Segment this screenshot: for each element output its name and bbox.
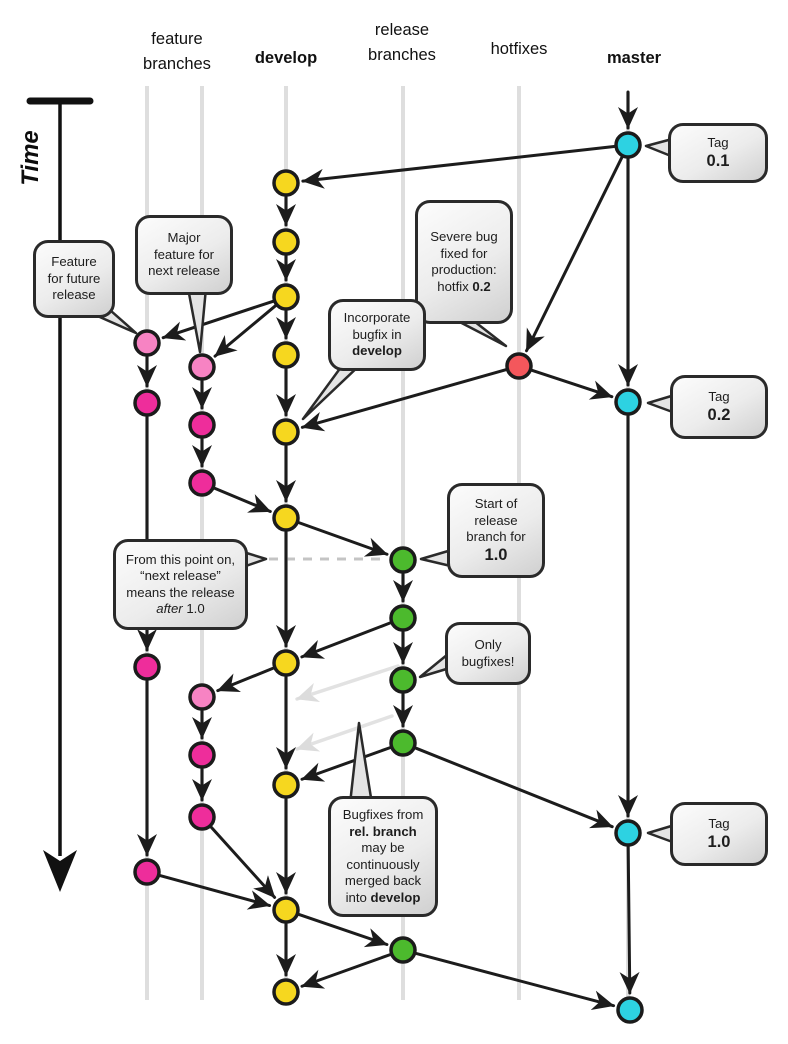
commit-node-f2f	[188, 803, 216, 831]
commit-node-f2c	[188, 469, 216, 497]
edge-r2-d7	[300, 621, 392, 659]
commit-node-d5	[272, 418, 300, 446]
edge-f1d-d9	[159, 874, 272, 910]
lane-header-develop: develop	[254, 49, 318, 67]
commit-node-d1	[272, 169, 300, 197]
commit-node-m4	[616, 996, 644, 1024]
edge-d6-r1	[297, 521, 389, 557]
commit-node-d7	[272, 649, 300, 677]
edge-m1-d1	[301, 145, 616, 189]
edge-r5-m4	[415, 952, 616, 1010]
edge-f2c-d6	[213, 486, 272, 513]
commit-node-r4	[389, 729, 417, 757]
commit-node-f1a	[133, 329, 161, 357]
commit-node-f2e	[188, 741, 216, 769]
lane-header-hotfixes: hotfixes	[490, 40, 548, 58]
time-axis-label: Time	[17, 130, 44, 186]
commit-node-r3	[389, 666, 417, 694]
edge-d7-f2d	[216, 666, 275, 693]
commit-node-d4	[272, 341, 300, 369]
edge-f2f-d9	[209, 825, 277, 899]
commit-node-d8	[272, 771, 300, 799]
faded-merge-arrow-1	[295, 664, 400, 702]
edge-d3-f2a	[213, 304, 277, 358]
commit-node-r2	[389, 604, 417, 632]
commit-node-m2	[614, 388, 642, 416]
edge-r4-m3	[414, 746, 614, 829]
edge-m3-m4	[619, 845, 640, 995]
commit-node-f2a	[188, 353, 216, 381]
callout-from-this-point-on: From this point on,“next release”means t…	[113, 539, 248, 630]
faded-merge-arrow-2	[295, 714, 394, 752]
edge-r4-d8	[300, 746, 392, 782]
commit-node-h1	[505, 352, 533, 380]
commit-node-r1	[389, 546, 417, 574]
commit-node-d9	[272, 896, 300, 924]
edge-d3-f1a	[161, 299, 275, 341]
commit-node-m1	[614, 131, 642, 159]
edge-r5-d10	[300, 953, 392, 989]
time-arrowhead-icon	[43, 850, 77, 892]
commit-node-d6	[272, 504, 300, 532]
edge-h1-m2	[530, 368, 614, 400]
commit-node-d2	[272, 228, 300, 256]
commit-node-r5	[389, 936, 417, 964]
commit-node-f2d	[188, 683, 216, 711]
lane-header-master: master	[606, 49, 662, 67]
commit-node-m3	[614, 819, 642, 847]
edge-m1-h1	[525, 156, 624, 353]
edge-d9-r5	[297, 913, 389, 948]
commit-node-f1c	[133, 653, 161, 681]
commit-node-f1d	[133, 858, 161, 886]
commit-node-f2b	[188, 411, 216, 439]
commit-node-d10	[272, 978, 300, 1006]
commit-node-d3	[272, 283, 300, 311]
commit-node-f1b	[133, 389, 161, 417]
edge-h1-d5	[300, 368, 508, 432]
